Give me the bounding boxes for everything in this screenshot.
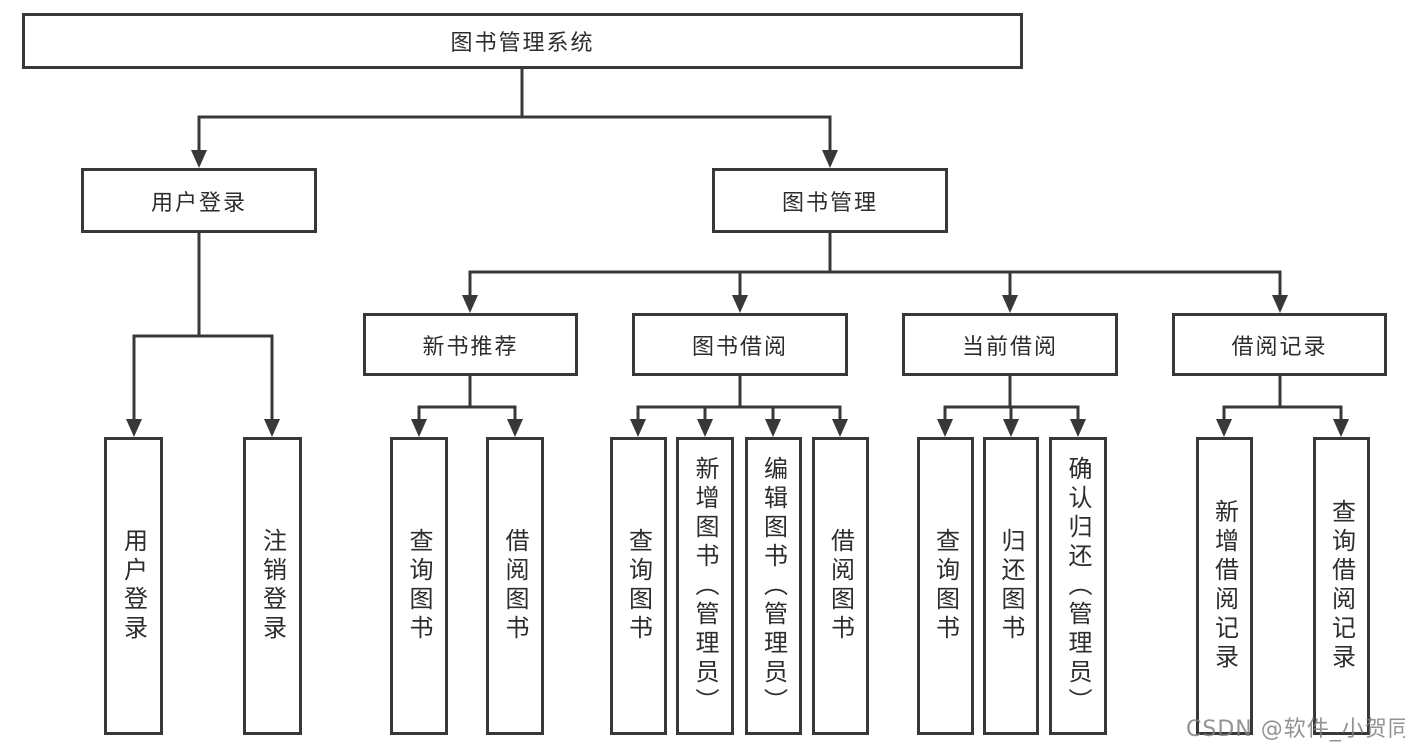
node-book-management-branch: 图书管理: [712, 168, 948, 233]
leaf-current-return: 归还图书: [983, 437, 1039, 735]
node-borrow-record: 借阅记录: [1172, 313, 1387, 376]
node-root-system: 图书管理系统: [22, 13, 1023, 69]
arrow-down-icon: [462, 295, 478, 313]
arrow-down-icon: [264, 419, 280, 437]
arrow-down-icon: [411, 419, 427, 437]
arrow-down-icon: [1003, 419, 1019, 437]
arrow-down-icon: [630, 419, 646, 437]
arrow-down-icon: [1333, 419, 1349, 437]
node-current-borrow: 当前借阅: [902, 313, 1118, 376]
leaf-borrow-edit-admin: 编辑图书（管理员）: [745, 437, 802, 735]
leaf-user-logout: 注销登录: [243, 437, 302, 735]
node-user-login-branch: 用户登录: [81, 168, 317, 233]
arrow-down-icon: [126, 419, 142, 437]
leaf-borrow-query: 查询图书: [610, 437, 667, 735]
node-new-book-recommend: 新书推荐: [363, 313, 578, 376]
arrow-down-icon: [507, 419, 523, 437]
leaf-current-query: 查询图书: [917, 437, 974, 735]
leaf-borrow-add-admin: 新增图书（管理员）: [676, 437, 734, 735]
leaf-borrow-borrow: 借阅图书: [812, 437, 869, 735]
arrow-down-icon: [732, 295, 748, 313]
watermark-text: CSDN @软件_小贺同学: [1186, 717, 1405, 742]
arrow-down-icon: [832, 419, 848, 437]
arrow-down-icon: [1272, 295, 1288, 313]
arrow-down-icon: [822, 150, 838, 168]
arrow-down-icon: [697, 419, 713, 437]
arrow-down-icon: [1216, 419, 1232, 437]
arrow-down-icon: [765, 419, 781, 437]
node-book-borrow: 图书借阅: [632, 313, 848, 376]
leaf-newbook-query: 查询图书: [390, 437, 448, 735]
arrow-down-icon: [937, 419, 953, 437]
arrow-down-icon: [191, 150, 207, 168]
leaf-newbook-borrow: 借阅图书: [486, 437, 544, 735]
leaf-current-confirm-admin: 确认归还（管理员）: [1049, 437, 1107, 735]
leaf-user-login: 用户登录: [104, 437, 163, 735]
leaf-record-query: 查询借阅记录: [1313, 437, 1370, 735]
leaf-record-add: 新增借阅记录: [1196, 437, 1253, 735]
arrow-down-icon: [1002, 295, 1018, 313]
arrow-down-icon: [1070, 419, 1086, 437]
